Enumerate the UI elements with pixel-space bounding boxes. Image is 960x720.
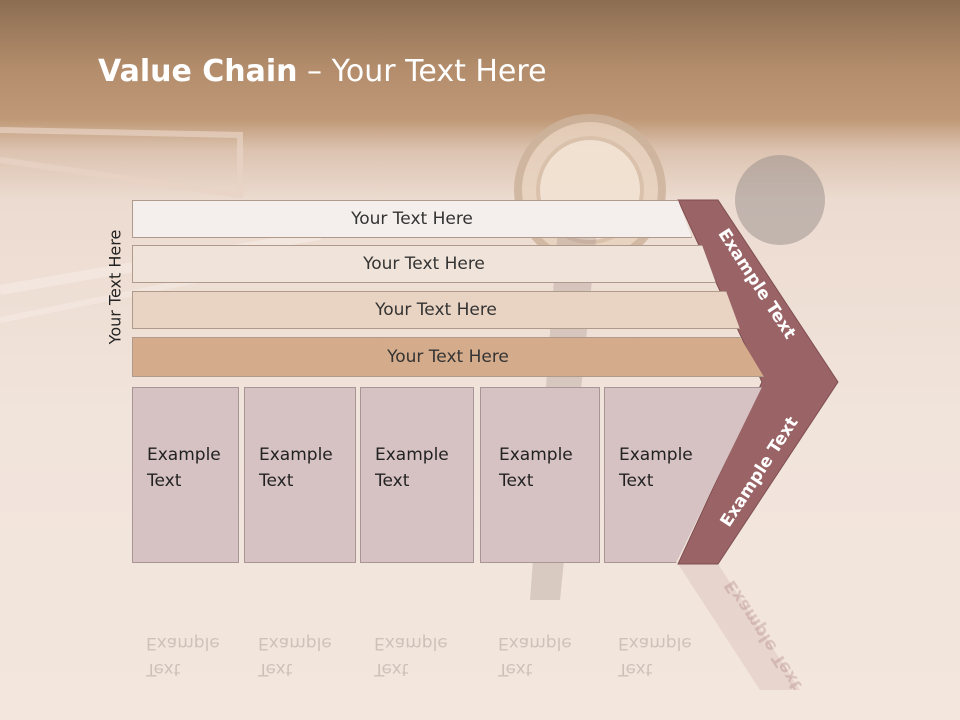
chevron-reflection	[678, 564, 800, 690]
box-2-line1: Example	[259, 445, 333, 465]
box-reflection-2: Text Example	[244, 630, 356, 682]
activity-box-3: Example Text	[360, 387, 474, 563]
refl-2-line1: Example	[258, 633, 332, 653]
box-4-line1: Example	[499, 445, 573, 465]
refl-3-line1: Example	[374, 633, 448, 653]
box-reflection-5: Text Example	[604, 630, 724, 682]
box-3-line2: Text	[375, 471, 410, 491]
box-1-line2: Text	[147, 471, 182, 491]
box-3-line1: Example	[375, 445, 449, 465]
value-bar-4: Your Text Here	[132, 337, 764, 377]
value-bar-1: Your Text Here	[132, 200, 692, 238]
box-reflection-4: Text Example	[480, 630, 600, 682]
title-rest: – Your Text Here	[297, 54, 547, 89]
chevron-arrow	[677, 199, 839, 565]
activity-box-1: Example Text	[132, 387, 239, 563]
value-bar-3: Your Text Here	[132, 291, 740, 329]
box-5-line1: Example	[619, 445, 693, 465]
box-5-line2: Text	[619, 471, 654, 491]
box-2-line2: Text	[259, 471, 294, 491]
refl-4-line2: Text	[498, 659, 533, 679]
box-1-line1: Example	[147, 445, 221, 465]
activity-box-4: Example Text	[480, 387, 600, 563]
refl-1-line2: Text	[146, 659, 181, 679]
title-bold: Value Chain	[98, 54, 298, 89]
activity-box-2: Example Text	[244, 387, 356, 563]
page-title: Value Chain – Your Text Here	[98, 54, 547, 89]
refl-3-line2: Text	[374, 659, 409, 679]
refl-5-line2: Text	[618, 659, 653, 679]
refl-5-line1: Example	[618, 633, 692, 653]
box-reflection-1: Text Example	[132, 630, 239, 682]
box-4-line2: Text	[499, 471, 534, 491]
refl-1-line1: Example	[146, 633, 220, 653]
refl-2-line2: Text	[258, 659, 293, 679]
value-bar-2: Your Text Here	[132, 245, 716, 283]
refl-4-line1: Example	[498, 633, 572, 653]
box-reflection-3: Text Example	[360, 630, 474, 682]
